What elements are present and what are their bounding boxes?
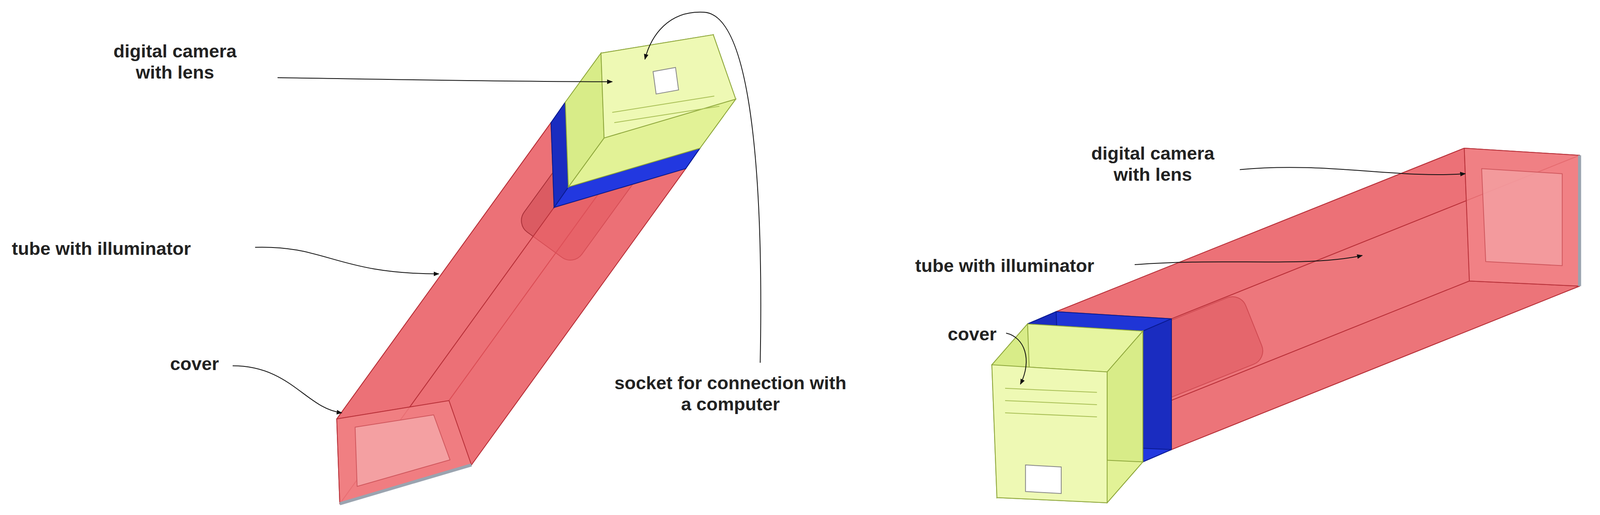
left-camera-part <box>614 106 720 123</box>
leader-lines <box>232 12 1466 413</box>
left-camera-part <box>565 53 604 188</box>
left-camera <box>565 34 736 187</box>
leader-line <box>1239 167 1466 175</box>
right-camera-part <box>1005 412 1098 417</box>
part-label: digital camera with lens <box>91 40 258 84</box>
part-label: tube with illuminator <box>10 238 193 260</box>
leader-line <box>644 12 761 363</box>
leader-line <box>1134 255 1363 265</box>
right-camera-part <box>1025 464 1062 494</box>
left-camera-part <box>612 96 715 113</box>
leader-line <box>1006 332 1027 384</box>
right-flange-part <box>1143 318 1172 462</box>
left-camera-part <box>601 34 736 138</box>
left-tube-part <box>339 168 686 504</box>
right-tube-part <box>1464 148 1580 287</box>
right-tube-part <box>1578 155 1582 287</box>
right-camera-part <box>1005 400 1098 405</box>
leader-line <box>232 365 342 413</box>
part-label: cover <box>946 323 999 345</box>
part-label: cover <box>168 353 221 375</box>
left-camera-part <box>653 67 679 94</box>
part-label: digital camera with lens <box>1069 142 1236 186</box>
left-tube-part <box>336 400 472 504</box>
part-label: tube with illuminator <box>913 255 1096 277</box>
right-camera-part <box>1005 388 1098 393</box>
leader-line <box>255 246 439 274</box>
right-tube-part <box>1481 168 1563 266</box>
right-camera-part <box>991 364 1107 503</box>
leader-line <box>277 77 613 82</box>
part-label: socket for connection with a computer <box>606 372 855 415</box>
right-camera <box>991 323 1143 503</box>
left-tube-part <box>339 464 472 504</box>
